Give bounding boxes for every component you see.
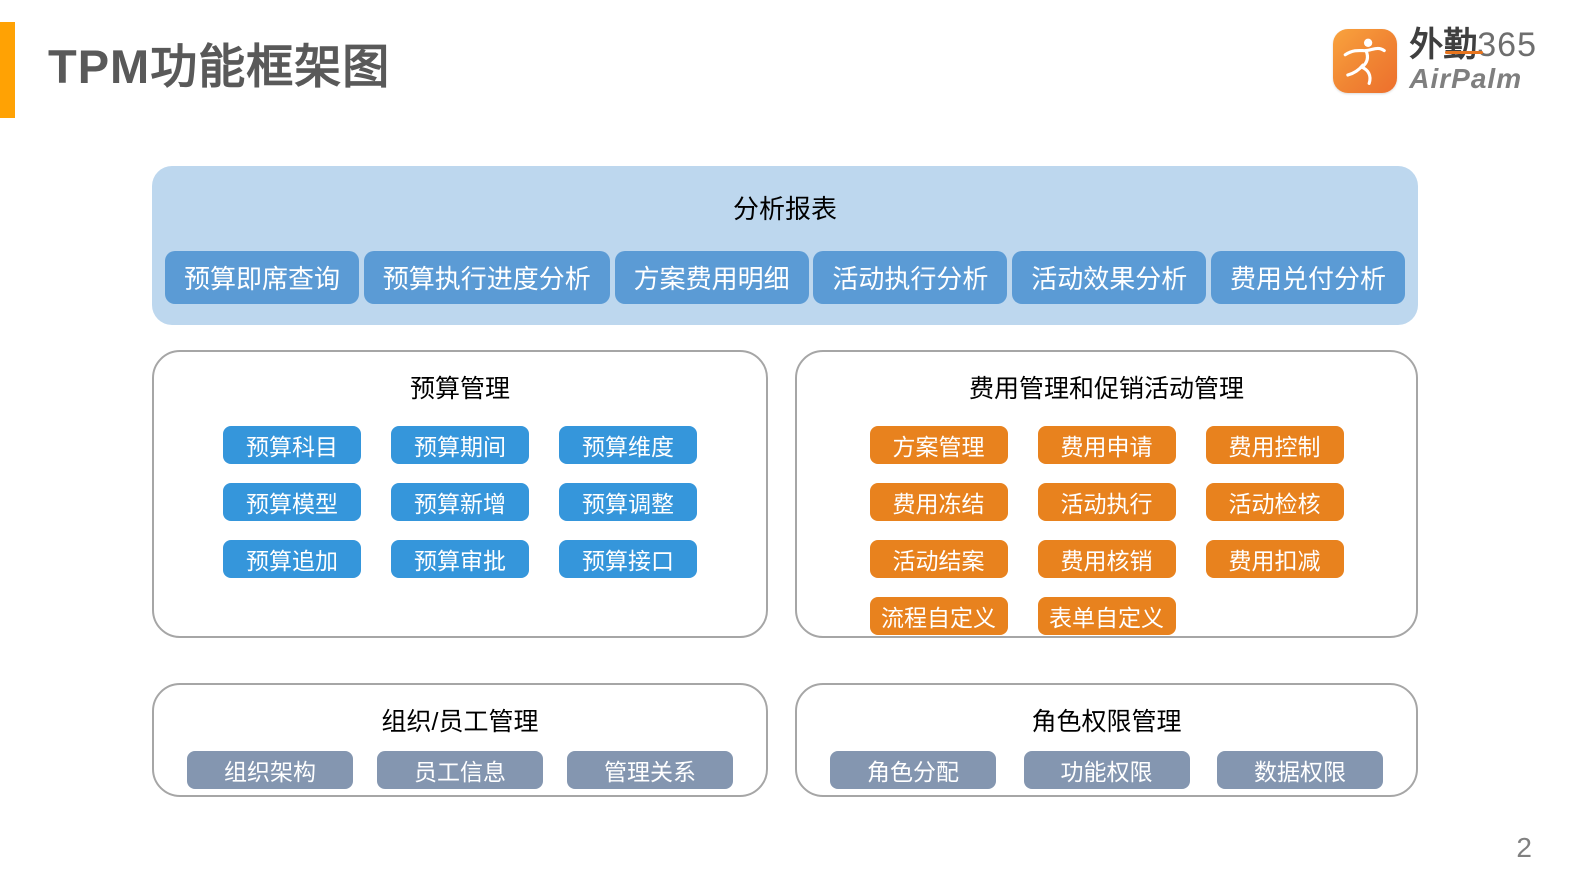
button-budget-adjust[interactable]: 预算调整 — [559, 483, 697, 521]
panel-org-employee-management: 组织/员工管理 组织架构 员工信息 管理关系 — [152, 683, 768, 797]
title-accent-bar — [0, 22, 15, 118]
airpalm-logo-icon — [1333, 28, 1398, 93]
budget-button-grid: 预算科目 预算期间 预算维度 预算模型 预算新增 预算调整 预算追加 预算审批 … — [154, 426, 766, 578]
button-workflow-custom[interactable]: 流程自定义 — [869, 597, 1008, 635]
button-budget-period[interactable]: 预算期间 — [391, 426, 529, 464]
analysis-button-row: 预算即席查询 预算执行进度分析 方案费用明细 活动执行分析 活动效果分析 费用兑… — [152, 251, 1418, 304]
button-expense-apply[interactable]: 费用申请 — [1037, 426, 1176, 464]
expense-button-grid: 方案管理 费用申请 费用控制 费用冻结 活动执行 活动检核 活动结案 费用核销 … — [797, 426, 1416, 635]
panel-analysis-title: 分析报表 — [732, 194, 837, 224]
button-function-permission[interactable]: 功能权限 — [1023, 751, 1190, 789]
button-budget-approval[interactable]: 预算审批 — [391, 540, 529, 578]
panel-role-title: 角色权限管理 — [1031, 708, 1182, 736]
button-budget-interface[interactable]: 预算接口 — [559, 540, 697, 578]
button-manage-relation[interactable]: 管理关系 — [567, 751, 733, 789]
panel-budget-management: 预算管理 预算科目 预算期间 预算维度 预算模型 预算新增 预算调整 预算追加 … — [152, 350, 768, 638]
org-button-row: 组织架构 员工信息 管理关系 — [154, 751, 766, 789]
button-activity-execute[interactable]: 活动执行 — [1037, 483, 1176, 521]
button-expense-freeze[interactable]: 费用冻结 — [869, 483, 1008, 521]
page-title: TPM功能框架图 — [48, 40, 391, 93]
button-budget-model[interactable]: 预算模型 — [223, 483, 361, 521]
button-activity-effect-analysis[interactable]: 活动效果分析 — [1012, 251, 1207, 304]
button-employee-info[interactable]: 员工信息 — [377, 751, 543, 789]
button-role-assign[interactable]: 角色分配 — [830, 751, 996, 789]
button-budget-dimension[interactable]: 预算维度 — [559, 426, 697, 464]
button-plan-management[interactable]: 方案管理 — [869, 426, 1008, 464]
panel-analysis-reports: 分析报表 预算即席查询 预算执行进度分析 方案费用明细 活动执行分析 活动效果分… — [152, 166, 1418, 325]
button-budget-subject[interactable]: 预算科目 — [223, 426, 361, 464]
page-number: 2 — [1516, 832, 1532, 863]
button-budget-execution-analysis[interactable]: 预算执行进度分析 — [363, 251, 610, 304]
panel-expense-title: 费用管理和促销活动管理 — [968, 375, 1244, 403]
role-button-row: 角色分配 功能权限 数据权限 — [797, 751, 1416, 789]
button-activity-close[interactable]: 活动结案 — [869, 540, 1008, 578]
button-data-permission[interactable]: 数据权限 — [1217, 751, 1383, 789]
button-expense-writeoff[interactable]: 费用核销 — [1037, 540, 1176, 578]
button-org-structure[interactable]: 组织架构 — [187, 751, 353, 789]
panel-org-title: 组织/员工管理 — [381, 708, 539, 736]
button-budget-append[interactable]: 预算追加 — [223, 540, 361, 578]
button-form-custom[interactable]: 表单自定义 — [1037, 597, 1176, 635]
brand-cn-label: 外勤 — [1409, 26, 1478, 64]
button-activity-exec-analysis[interactable]: 活动执行分析 — [813, 251, 1008, 304]
button-expense-payment-analysis[interactable]: 费用兑付分析 — [1210, 251, 1405, 304]
panel-role-permission-management: 角色权限管理 角色分配 功能权限 数据权限 — [795, 683, 1418, 797]
panel-budget-title: 预算管理 — [409, 375, 510, 403]
button-expense-deduction[interactable]: 费用扣减 — [1205, 540, 1344, 578]
brand-name-en: AirPalm — [1409, 62, 1523, 94]
button-plan-expense-detail[interactable]: 方案费用明细 — [614, 251, 809, 304]
button-budget-create[interactable]: 预算新增 — [391, 483, 529, 521]
brand-orange-stroke — [1445, 51, 1484, 54]
button-budget-adhoc-query[interactable]: 预算即席查询 — [165, 251, 360, 304]
button-expense-control[interactable]: 费用控制 — [1205, 426, 1344, 464]
brand-365-label: 365 — [1477, 26, 1537, 64]
button-activity-inspect[interactable]: 活动检核 — [1205, 483, 1344, 521]
panel-expense-promotion-management: 费用管理和促销活动管理 方案管理 费用申请 费用控制 费用冻结 活动执行 活动检… — [795, 350, 1418, 638]
